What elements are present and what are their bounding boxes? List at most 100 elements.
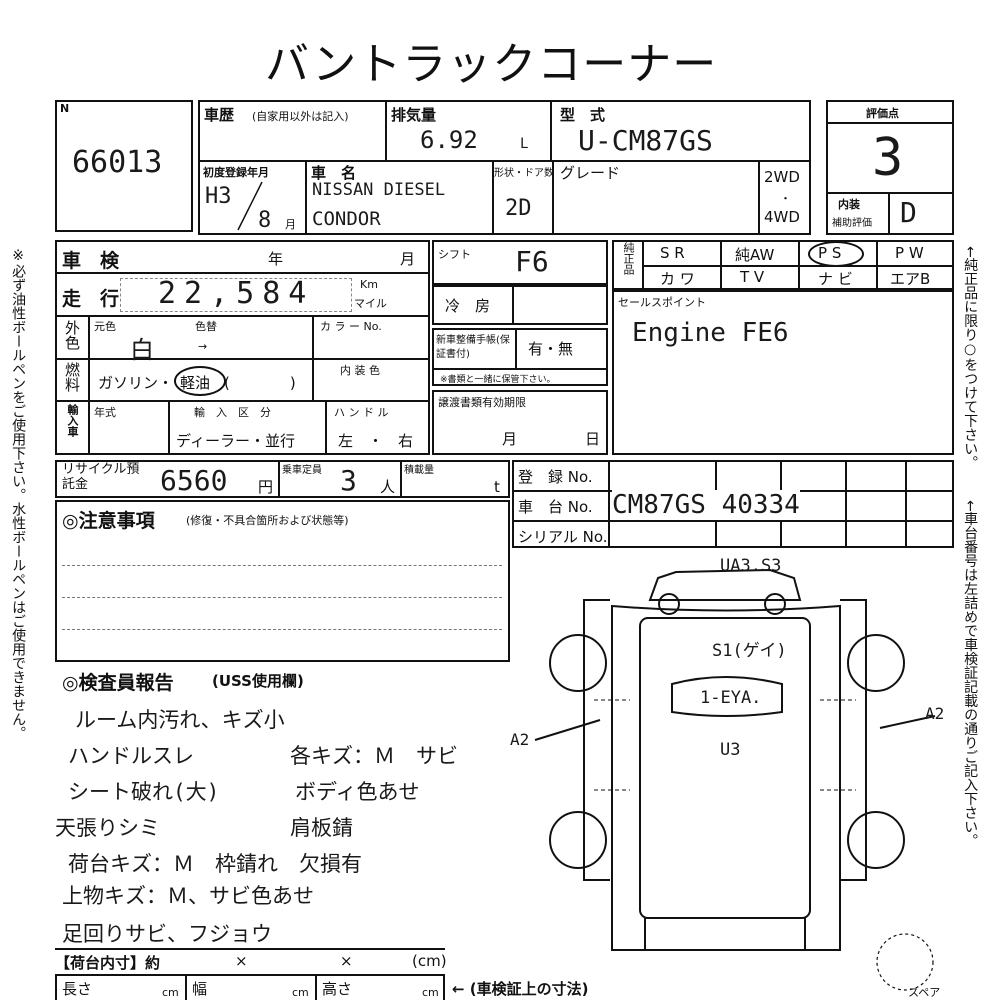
option-kawa: カ ワ	[660, 270, 695, 288]
option-ps-circle	[808, 241, 864, 267]
notes-sub: (修復・不具合箇所および状態等)	[186, 514, 349, 527]
body-label: 形状・ドア数	[494, 168, 554, 179]
history-label: 車歴	[204, 106, 235, 124]
fuel-other: ( )	[224, 374, 296, 392]
displacement-unit: L	[520, 136, 529, 152]
diagram-top-note: UA3.S3	[720, 556, 782, 576]
ac-box	[432, 285, 608, 325]
mileage-label: 走 行	[62, 288, 120, 310]
report-line-5: 荷台キズ：Ｍ 枠錆れ 欠損有	[68, 852, 362, 876]
import-category-value: ディーラー・並行	[176, 432, 295, 450]
capacity-value: 3	[340, 464, 357, 497]
mileage-value: 22,584	[158, 276, 315, 311]
transfer-box	[432, 390, 608, 455]
dims-note: ← (車検証上の寸法)	[452, 980, 589, 998]
import-category-label: 輸 入 区 分	[194, 406, 271, 419]
car-name-label: 車 名	[311, 164, 357, 182]
load-label: 積載量	[404, 465, 434, 476]
side-note-left: ※必ず油性ボールペンをご使用下さい。水性ボールペンはご使用できません。	[10, 248, 27, 740]
manual-note: ※書類と一緒に保管下さい。	[440, 375, 556, 385]
side-note-right-top: ←純正品に限り○をつけて下さい。	[962, 246, 979, 470]
report-line-3: シート破れ(大)	[68, 780, 220, 804]
first-reg-month: 8	[258, 208, 272, 233]
lot-box	[55, 100, 193, 232]
changed-color-label: 色替	[195, 320, 217, 333]
shift-box	[432, 240, 608, 285]
transfer-month: 月	[502, 430, 518, 448]
diagram-body-note: U3	[720, 740, 741, 760]
int-score-label: 内装	[838, 198, 860, 211]
grade-label: グレード	[560, 164, 621, 182]
dims-length: 長さ	[62, 980, 93, 998]
registration-grid	[512, 460, 954, 548]
report-line-6: 上物キズ：Ｍ、サビ色あせ	[62, 884, 314, 908]
first-reg-era: H3	[205, 184, 232, 209]
shift-label: シフト	[438, 248, 471, 261]
interior-color-label: 内 装 色	[340, 364, 380, 377]
capacity-unit: 人	[380, 478, 396, 496]
ac-label: 冷 房	[445, 297, 491, 315]
inspector-label: ◎検査員報告	[62, 672, 174, 694]
dims-length-cm: cm	[162, 986, 179, 999]
bed-x1: ×	[235, 952, 248, 970]
notes-box	[55, 500, 510, 662]
spare-label: スペア	[908, 986, 941, 999]
page-title: バントラックコーナー	[265, 39, 718, 90]
chassis-value: CM87GS 40334	[612, 490, 800, 520]
inspection-month: 月	[400, 250, 416, 268]
first-reg-month-unit: 月	[285, 218, 296, 231]
orig-color-label: 元色	[94, 320, 116, 333]
dims-width-cm: cm	[292, 986, 309, 999]
option-ps: P S	[818, 244, 842, 262]
recycle-value: 6560	[160, 464, 228, 497]
manual-label: 新車整備手帳(保証書付)	[436, 335, 510, 360]
report-right-3: 肩板錆	[290, 816, 353, 840]
notes-label: ◎注意事項	[62, 510, 155, 532]
option-airbag: エアB	[890, 270, 931, 288]
drive-dot: ・	[780, 192, 791, 205]
handle-label: ハ ン ド ル	[334, 406, 389, 419]
sales-point-label: セールスポイント	[618, 296, 706, 309]
recycle-unit: 円	[258, 478, 274, 496]
score-box	[826, 100, 954, 235]
vehicle-info-grid	[55, 240, 430, 455]
report-right-1: 各キズ：Ｍ サビ	[290, 744, 458, 768]
bed-x2: ×	[340, 952, 353, 970]
color-no-label: カ ラ ー No.	[320, 320, 382, 333]
recycle-label: リサイクル預託金	[62, 462, 140, 492]
option-navi: ナ ビ	[818, 270, 853, 288]
bed-label: 【荷台内寸】約	[55, 954, 161, 972]
drive-4wd: 4WD	[764, 208, 800, 226]
int-score-sub: 補助評価	[832, 218, 872, 229]
fuel-label: 燃料	[63, 362, 81, 392]
orig-color-value: 白	[130, 336, 154, 364]
sales-point-value: Engine FE6	[632, 318, 789, 348]
diagram-door-note: S1(ゲイ)	[712, 641, 787, 661]
option-sr: S R	[660, 244, 685, 262]
option-aw: 純AW	[735, 246, 775, 264]
diagram-left-note: A2	[510, 730, 530, 749]
option-pw: P W	[895, 244, 924, 262]
serial-label: シリアル No.	[518, 528, 608, 546]
score-label: 評価点	[866, 107, 899, 120]
model-value: U-CM87GS	[578, 124, 713, 157]
model-label: 型 式	[560, 106, 606, 124]
mileage-digit-boxes	[120, 278, 352, 312]
changed-color-arrow: →	[198, 340, 208, 353]
recycle-grid	[55, 460, 510, 498]
report-right-2: ボディ色あせ	[295, 780, 420, 804]
option-tv: T V	[740, 268, 765, 286]
inspector-sub: (USS使用欄)	[212, 672, 304, 690]
displacement-value: 6.92	[420, 126, 478, 154]
mileage-unit-mile: マイル	[354, 297, 387, 310]
dims-height: 高さ	[322, 980, 353, 998]
mileage-unit-km: Km	[360, 278, 378, 291]
registration-label: 登 録 No.	[518, 468, 593, 486]
inspection-year: 年	[268, 250, 284, 268]
inspection-label: 車 検	[62, 250, 120, 272]
options-header: 純正品	[622, 242, 635, 275]
report-line-2: ハンドルスレ	[68, 744, 194, 768]
first-reg-label: 初度登録年月	[203, 166, 269, 179]
dims-height-cm: cm	[422, 986, 439, 999]
